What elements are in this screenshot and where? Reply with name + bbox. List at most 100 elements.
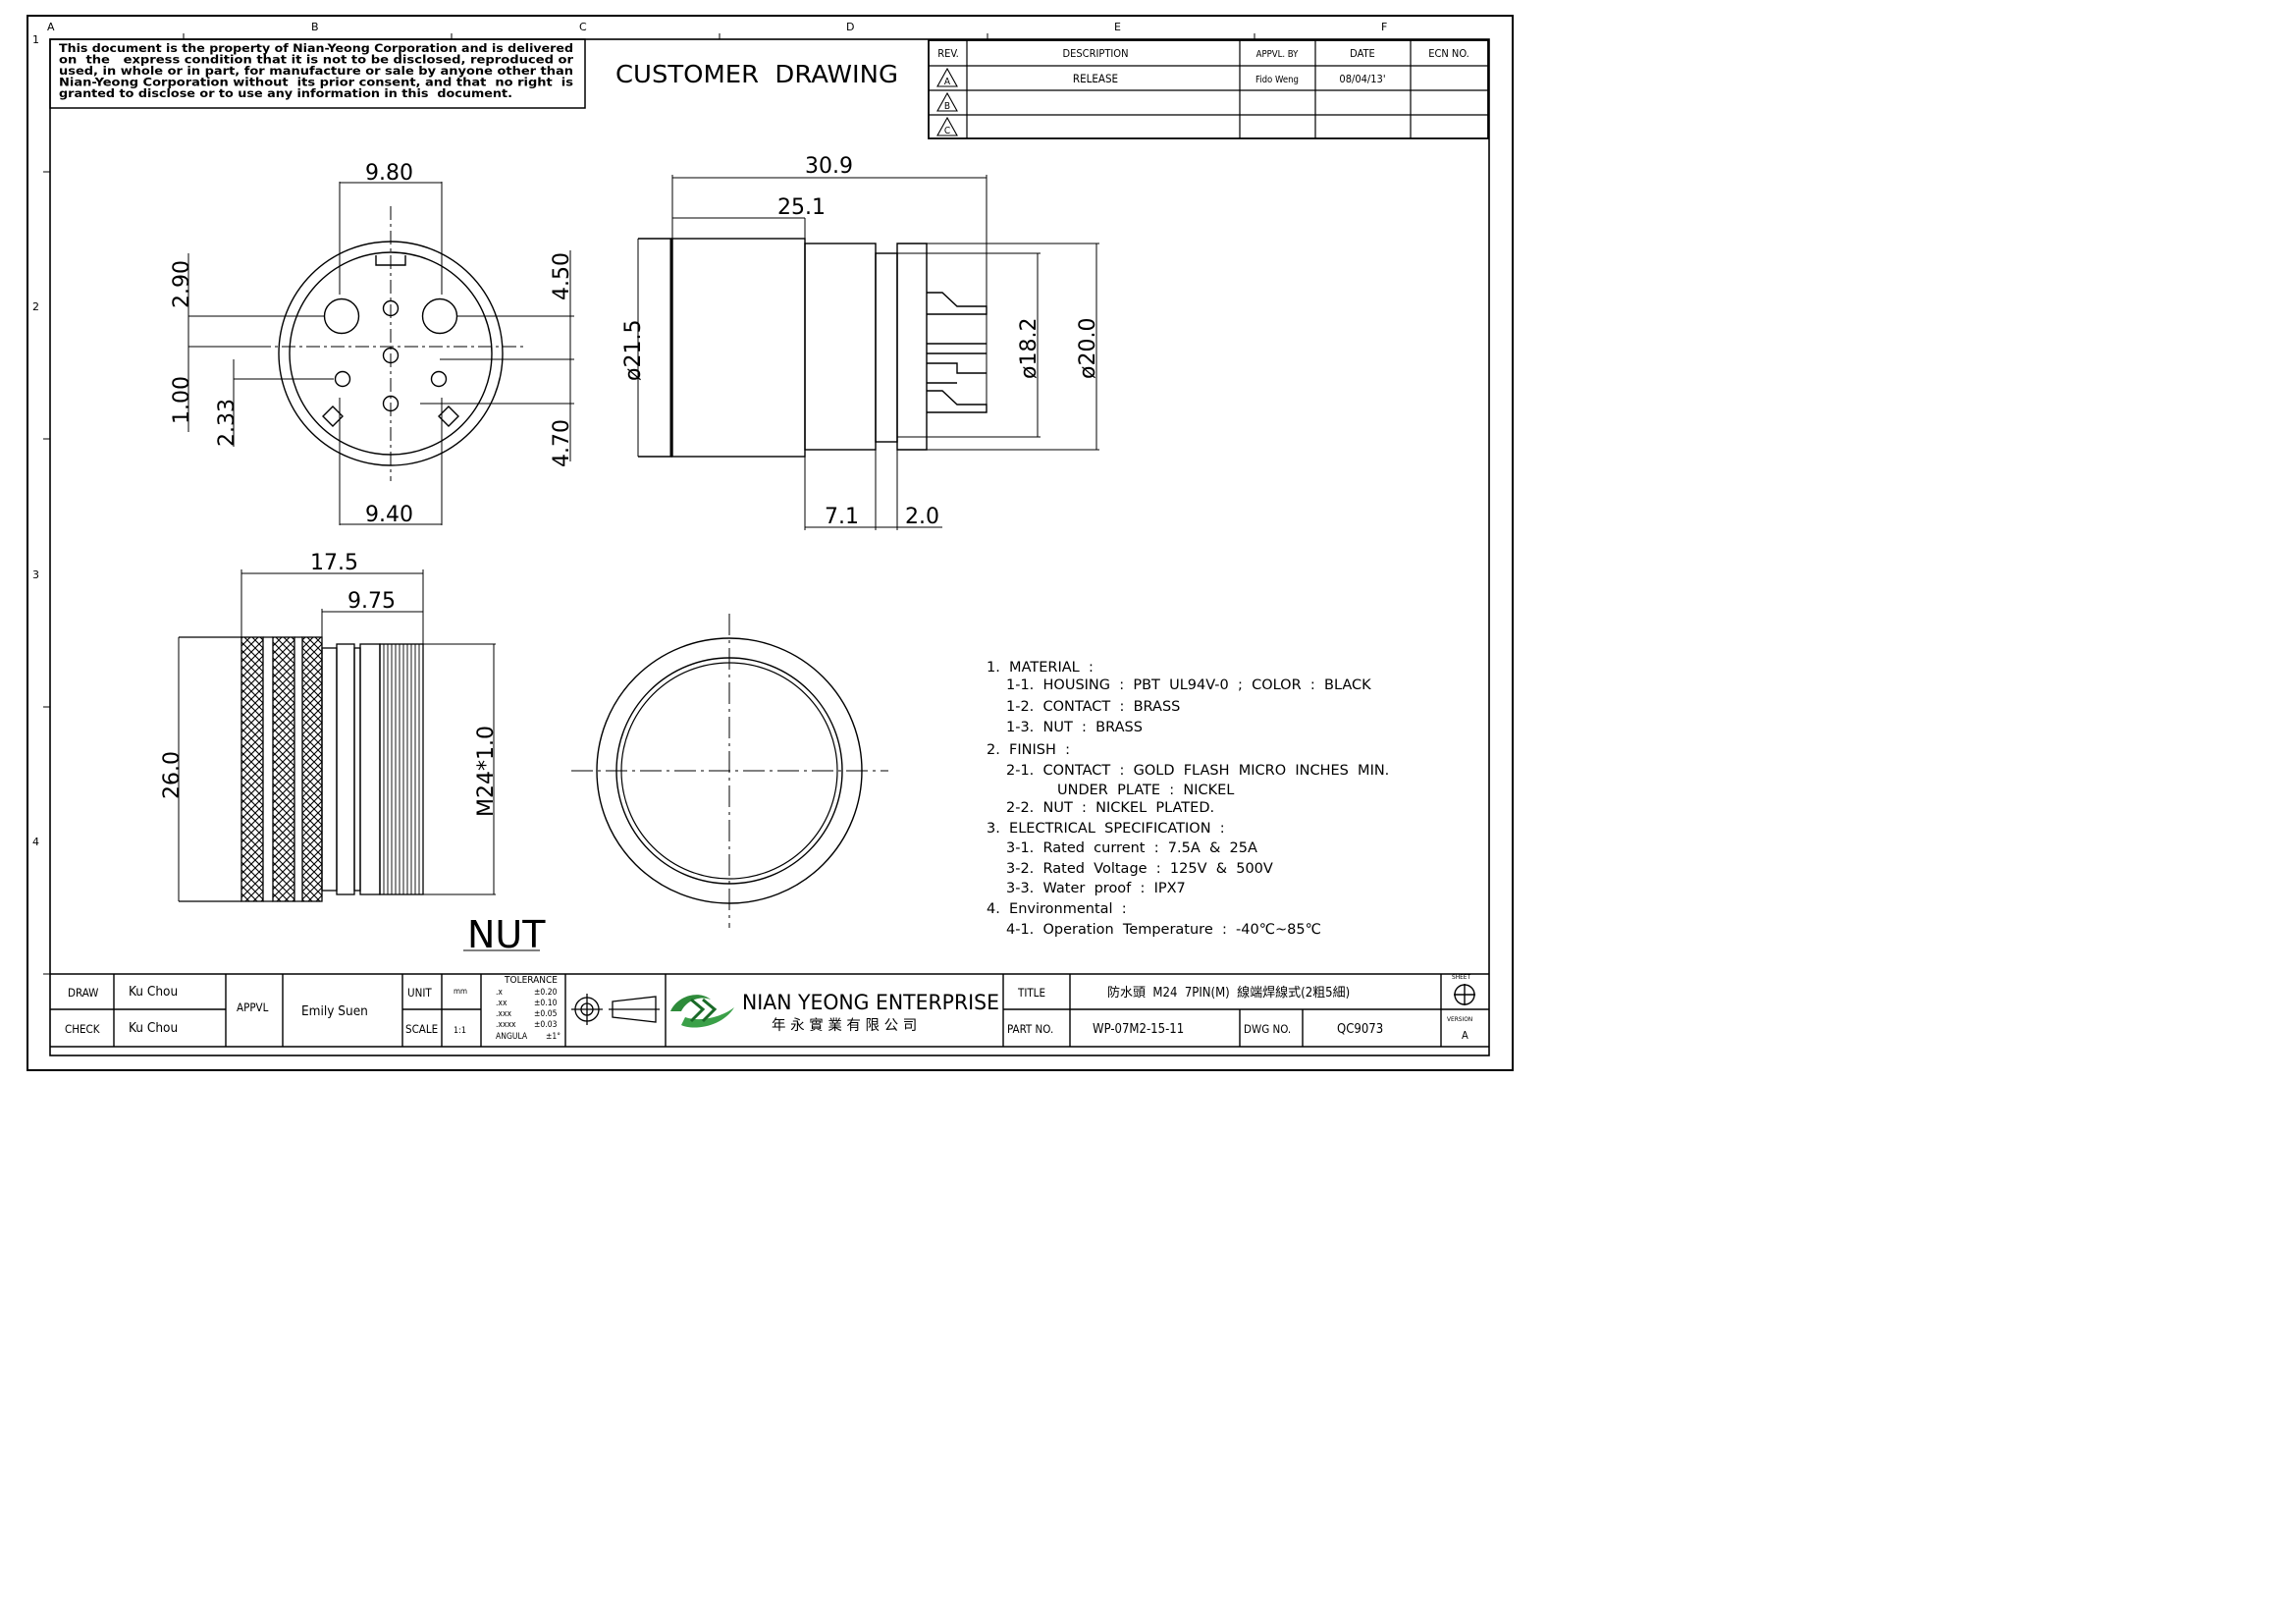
grid-row-4: 4 <box>32 836 39 848</box>
date-header: DATE <box>1350 47 1375 60</box>
tol-val-5: ±1° <box>546 1032 561 1042</box>
spec-line-7: UNDER PLATE : NICKEL <box>1057 783 1234 798</box>
dim-step-length: 7.1 <box>825 505 859 529</box>
dim-gap-length: 2.0 <box>905 505 939 529</box>
appvl-value: Emily Suen <box>301 1003 368 1019</box>
spec-line-3: 1-2. CONTACT : BRASS <box>1006 699 1180 715</box>
rev-a-description: RELEASE <box>1073 72 1118 85</box>
front-view <box>187 182 574 525</box>
spec-line-8: 2-2. NUT : NICKEL PLATED. <box>1006 800 1214 816</box>
spec-line-5: 2. FINISH : <box>987 742 1070 758</box>
grid-markers: A B C D E F 1 2 3 4 <box>32 21 1387 975</box>
part-no-label: PART NO. <box>1007 1022 1053 1036</box>
disclaimer-line-5: granted to disclose or to use any inform… <box>59 86 512 100</box>
dim-right-lower: 4.70 <box>550 419 574 467</box>
tol-val-4: ±0.03 <box>534 1020 558 1030</box>
tol-key-5: ANGULA <box>496 1032 528 1042</box>
spec-line-2: 1-1. HOUSING : PBT UL94V-0 ; COLOR : BLA… <box>1006 677 1371 693</box>
company-logo-icon <box>670 995 734 1028</box>
rev-a-marker: A <box>944 77 951 87</box>
draw-label: DRAW <box>68 986 98 1000</box>
disclaimer-line-1: This document is the property of Nian-Ye… <box>59 41 573 55</box>
dim-body-length: 25.1 <box>777 195 826 220</box>
dim-nut-length: 17.5 <box>310 551 358 575</box>
spec-line-14: 4-1. Operation Temperature : -40℃~85℃ <box>1006 922 1321 938</box>
disclaimer-box: This document is the property of Nian-Ye… <box>49 38 586 109</box>
title-label: TITLE <box>1017 986 1045 1000</box>
spec-line-4: 1-3. NUT : BRASS <box>1006 720 1143 735</box>
grid-col-f: F <box>1381 21 1387 33</box>
grid-row-3: 3 <box>32 568 39 581</box>
side-view <box>637 175 1099 530</box>
title-block: DRAW CHECK Ku Chou Ku Chou APPVL Emily S… <box>50 973 1489 1048</box>
nut-front-view <box>571 614 888 928</box>
nut-label: NUT <box>467 913 546 956</box>
spec-line-6: 2-1. CONTACT : GOLD FLASH MICRO INCHES M… <box>1006 763 1389 779</box>
side-view-dimensions: 30.9 25.1 ø21.5 ø18.2 ø20.0 7.1 2.0 <box>621 154 1100 529</box>
part-no-value: WP-07M2-15-11 <box>1093 1022 1184 1037</box>
tol-key-2: .xx <box>496 999 507 1008</box>
projection-symbol-icon <box>571 994 660 1025</box>
outer-border <box>27 15 1514 1071</box>
tol-val-3: ±0.05 <box>534 1009 558 1019</box>
dim-left-offset: 2.33 <box>215 399 240 447</box>
description-header: DESCRIPTION <box>1063 47 1129 60</box>
grid-col-a: A <box>47 21 55 33</box>
grid-col-d: D <box>846 21 854 33</box>
rev-c-marker: C <box>944 126 950 136</box>
tol-key-4: .xxxx <box>496 1020 516 1030</box>
grid-col-c: C <box>579 21 587 33</box>
disclaimer-line-4: Nian-Yeong Corporation without its prior… <box>59 76 573 89</box>
draw-value: Ku Chou <box>129 984 178 1000</box>
dwg-no-label: DWG NO. <box>1244 1022 1291 1036</box>
nut-view-dimensions: 17.5 9.75 26.0 M24*1.0 NUT <box>160 551 546 956</box>
dim-inner-diameter: ø18.2 <box>1017 318 1041 379</box>
scale-label: SCALE <box>405 1022 438 1036</box>
appvl-label: APPVL <box>237 1001 269 1014</box>
tol-key-3: .xxx <box>496 1009 511 1019</box>
grid-row-2: 2 <box>32 300 39 313</box>
grid-col-e: E <box>1114 21 1121 33</box>
dim-outer-diameter: ø21.5 <box>621 320 646 381</box>
rev-a-approved-by: Fido Weng <box>1255 75 1299 85</box>
dim-overall-length: 30.9 <box>805 154 853 179</box>
spec-line-11: 3-2. Rated Voltage : 125V & 500V <box>1006 861 1273 877</box>
front-view-dimensions: 9.80 9.40 2.90 1.00 2.33 4.50 4.70 <box>170 161 574 527</box>
dwg-no-value: QC9073 <box>1337 1022 1383 1037</box>
spec-line-9: 3. ELECTRICAL SPECIFICATION : <box>987 821 1225 837</box>
grid-row-1: 1 <box>32 33 39 46</box>
dim-thread-spec: M24*1.0 <box>474 726 499 817</box>
approved-by-header: APPVL. BY <box>1256 49 1300 60</box>
sheet-label: SHEET <box>1452 973 1471 981</box>
dim-thread-length: 9.75 <box>347 589 396 614</box>
inner-border <box>49 38 1490 1056</box>
dim-pin-spacing-bottom: 9.40 <box>365 503 413 527</box>
nut-view <box>178 569 540 951</box>
check-label: CHECK <box>65 1022 100 1036</box>
disclaimer-line-3: used, in whole or in part, for manufactu… <box>59 64 573 78</box>
dim-pin-spacing-top: 9.80 <box>365 161 413 186</box>
company-name-cn: 年 永 實 業 有 限 公 司 <box>772 1016 917 1034</box>
tol-val-2: ±0.10 <box>534 999 558 1008</box>
version-value: A <box>1462 1029 1468 1042</box>
page-title: CUSTOMER DRAWING <box>615 60 898 88</box>
title-value: 防水頭 M24 7PIN(M) 線端焊線式(2粗5細) <box>1107 985 1350 1001</box>
rev-a-date: 08/04/13' <box>1339 73 1385 85</box>
rev-header: REV. <box>937 47 959 60</box>
company-name: NIAN YEONG ENTERPRISE <box>742 991 999 1014</box>
dim-tail-diameter: ø20.0 <box>1076 318 1100 379</box>
specifications: 1. MATERIAL : 1-1. HOUSING : PBT UL94V-0… <box>987 660 1389 938</box>
tol-key-1: .x <box>496 988 503 998</box>
scale-value: 1:1 <box>454 1026 466 1036</box>
dim-left-upper: 2.90 <box>170 260 194 308</box>
sheet-symbol-icon <box>1454 984 1475 1005</box>
spec-line-10: 3-1. Rated current : 7.5A & 25A <box>1006 840 1257 856</box>
check-value: Ku Chou <box>129 1020 178 1036</box>
unit-value: mm <box>454 987 467 996</box>
spec-line-12: 3-3. Water proof : IPX7 <box>1006 881 1186 896</box>
version-label: VERSION <box>1447 1015 1472 1023</box>
tolerance-title: TOLERANCE <box>504 975 558 986</box>
tol-val-1: ±0.20 <box>534 988 558 998</box>
rev-b-marker: B <box>944 101 950 112</box>
grid-col-b: B <box>311 21 319 33</box>
